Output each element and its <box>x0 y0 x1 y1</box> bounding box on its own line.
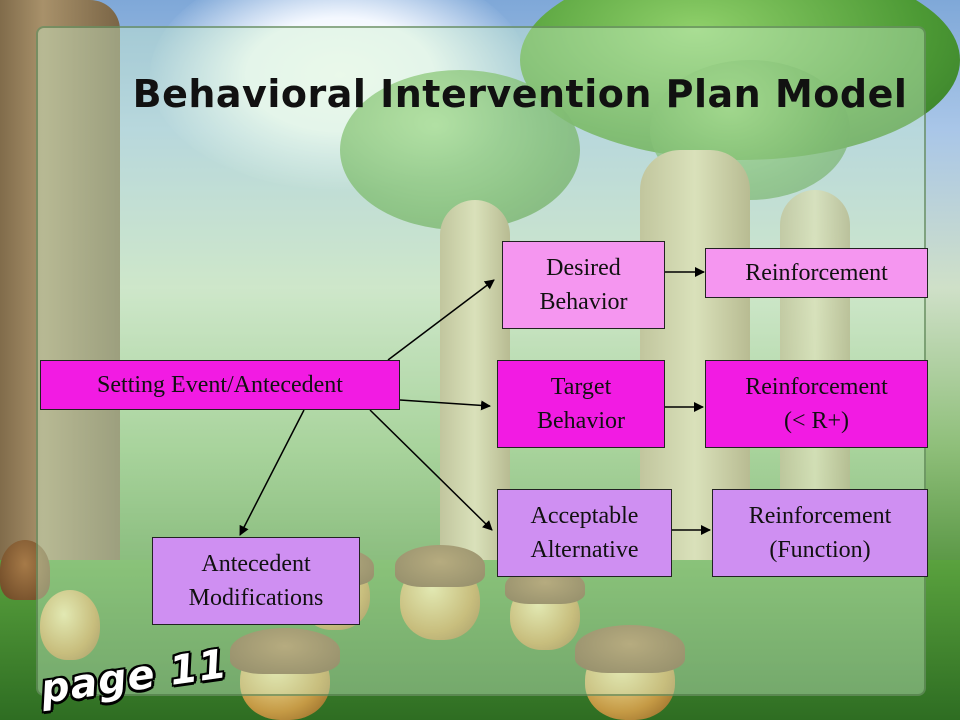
reinforcement-box: Reinforcement <box>705 248 928 298</box>
acorn-cap-shape <box>575 625 685 673</box>
antecedent-modifications-box: Antecedent Modifications <box>152 537 360 625</box>
setting-event-box: Setting Event/Antecedent <box>40 360 400 410</box>
acorn-cap-shape <box>395 545 485 587</box>
slide-title: Behavioral Intervention Plan Model <box>132 72 908 116</box>
desired-behavior-box: Desired Behavior <box>502 241 665 329</box>
left-tree-trunk <box>0 0 120 560</box>
reinforcement-less-box: Reinforcement (< R+) <box>705 360 928 448</box>
acceptable-alternative-box: Acceptable Alternative <box>497 489 672 577</box>
acorn-cap-shape <box>0 540 50 600</box>
reinforcement-function-box: Reinforcement (Function) <box>712 489 928 577</box>
target-behavior-box: Target Behavior <box>497 360 665 448</box>
acorn-cap-shape <box>230 628 340 674</box>
acorn-shape <box>40 590 100 660</box>
